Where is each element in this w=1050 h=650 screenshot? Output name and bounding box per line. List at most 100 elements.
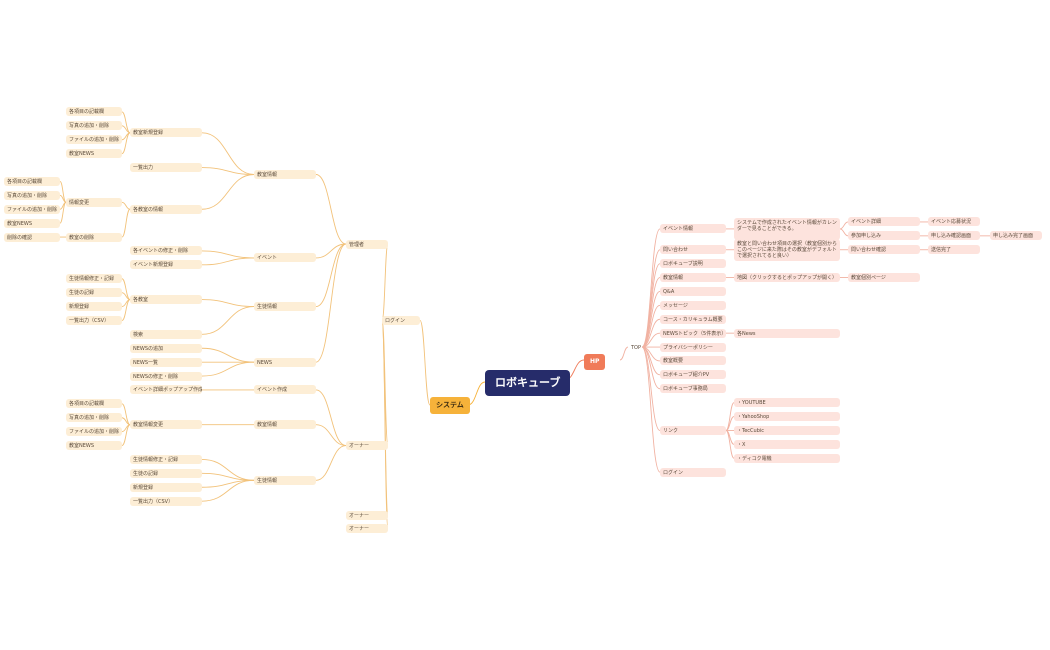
node-news[interactable]: NEWS [254, 357, 316, 367]
node-e383bbyoutube[interactable]: ・YOUTUBE [734, 398, 840, 408]
node-e383ade3839ce382ade383a5[interactable]: ロボキューブ事務局 [660, 384, 726, 394]
node-e382aae383bce3838ae383bc[interactable]: オーナー [346, 510, 388, 520]
node-e59084news[interactable]: 各News [734, 328, 840, 338]
system-node[interactable]: システム [430, 397, 470, 414]
node-e7949fe5be92e68385e5a0b1[interactable]: 生徒情報修正・記録 [130, 454, 202, 464]
node-e58699e79c9fe381aee8bfbd[interactable]: 写真の追加・削除 [4, 190, 60, 200]
node-e382aae383bce3838ae383bc[interactable]: オーナー [346, 441, 388, 451]
node-e58f82e58aa0e794b3e38197[interactable]: 参加申し込み [848, 231, 920, 241]
node-e383bbteccubic[interactable]: ・TecCubic [734, 425, 840, 435]
node-e383aae383b3e382af[interactable]: リンク [660, 425, 726, 435]
node-e69599e5aea4e68385e5a0b1[interactable]: 教室情報 [254, 170, 316, 179]
link [201, 132, 255, 175]
link [315, 243, 347, 363]
node-e382b3e383bce382b9e383bb[interactable]: コース・カリキュラム概要 [660, 314, 726, 324]
node-e4b880e8a6a7e587bae58a9b[interactable]: 一覧出力（CSV） [66, 315, 122, 325]
node-e5958fe38184e59088e3828f[interactable]: 問い合わせ確認 [848, 245, 920, 255]
node-e69599e5aea4e6a682e8a681[interactable]: 教室概要 [660, 356, 726, 366]
node-e69599e5aea4e68385e5a0b1[interactable]: 教室情報変更 [130, 420, 202, 430]
link [121, 132, 131, 155]
node-e383bbe38387e382a3e382b3[interactable]: ・ディコク電機 [734, 453, 840, 463]
node-e382a4e38399e383b3e38388[interactable]: イベント新規登録 [130, 260, 202, 270]
node-newse4b880e8a6a7[interactable]: NEWS一覧 [130, 357, 202, 367]
node-e383ade3839ce382ade383a5[interactable]: ロボキューブ説明 [660, 259, 726, 269]
node-e58699e79c9fe381aee8bfbd[interactable]: 写真の追加・削除 [66, 121, 122, 131]
node-e59084e69599e5aea4e381ae[interactable]: 各教室の情報 [130, 204, 202, 214]
node-e696b0e8a68fe799bbe98cb2[interactable]: 新規登録 [130, 482, 202, 492]
node-e69599e5aea4news[interactable]: 教室NEWS [4, 218, 60, 228]
link [381, 320, 389, 446]
node-e383ade382b0e382a4e383b3[interactable]: ログイン [382, 315, 420, 325]
node-e6a49ce7b4a2[interactable]: 検索 [130, 329, 202, 339]
link [201, 306, 255, 335]
node-e7aea1e79086e88085[interactable]: 管理者 [346, 239, 388, 249]
node-e382a4e38399e383b3e38388[interactable]: イベント作成 [254, 385, 316, 395]
link [201, 257, 255, 266]
node-e98081e4bfa1e5ae8ce4ba86[interactable]: 送信完了 [928, 245, 980, 255]
node-e7949fe5be92e381aee8a898[interactable]: 生徒の記録 [66, 288, 122, 298]
link-hp-top [619, 346, 629, 361]
node-e5898ae999a4e381aee7a2ba[interactable]: 削除の確認 [4, 232, 60, 242]
node-e59084e382a4e38399e383b3[interactable]: 各イベントの修正・削除 [130, 246, 202, 256]
node-e382a4e38399e383b3e38388[interactable]: イベント情報 [660, 224, 726, 234]
link [381, 320, 389, 530]
node-e59084e9a085e79baee381ae[interactable]: 各項目の記載欄 [4, 176, 60, 186]
node-e382a4e38399e383b3e38388[interactable]: イベント [254, 253, 316, 263]
node-q26a[interactable]: Q&A [660, 286, 726, 296]
node-e7949fe5be92e68385e5a0b1[interactable]: 生徒情報 [254, 475, 316, 485]
node-e382a4e38399e383b3e38388[interactable]: イベント詳細ポップアップ作成 [130, 385, 202, 395]
node-e68385e5a0b1e5a489e69bb4[interactable]: 情報変更 [66, 197, 122, 207]
node-e69599e5aea4e696b0e8a68f[interactable]: 教室新規登録 [130, 128, 202, 138]
node-e7949fe5be92e381aee8a898[interactable]: 生徒の記録 [130, 468, 202, 478]
link [725, 430, 735, 459]
node-e382a4e38399e383b3e38388[interactable]: イベント詳細 [848, 217, 920, 227]
node-e69599e5aea4e381a8e5958f[interactable]: 教室と問い合わせ項目の選択（教室個別からこのページに来た際はその教室がデフォルト… [734, 238, 840, 261]
node-e59084e9a085e79baee381ae[interactable]: 各項目の記載欄 [66, 107, 122, 117]
node-e69599e5aea4e68385e5a0b1[interactable]: 教室情報 [254, 420, 316, 430]
node-e69599e5aea4news[interactable]: 教室NEWS [66, 149, 122, 159]
link [201, 347, 255, 363]
node-e4b880e8a6a7e587bae58a9b[interactable]: 一覧出力（CSV） [130, 496, 202, 506]
node-e38395e382a1e382a4e383ab[interactable]: ファイルの追加・削除 [66, 427, 122, 437]
node-e7949fe5be92e68385e5a0b1[interactable]: 生徒情報修正・記録 [66, 274, 122, 284]
link [315, 445, 347, 481]
root-node[interactable]: ロボキューブ [485, 370, 571, 396]
node-e696b0e8a68fe799bbe98cb2[interactable]: 新規登録 [66, 302, 122, 312]
node-e4b880e8a6a7e587bae58a9b[interactable]: 一覧出力 [130, 163, 202, 173]
node-e382aae383bce3838ae383bc[interactable]: オーナー [346, 524, 388, 534]
node-e383bbx[interactable]: ・X [734, 439, 840, 449]
node-e38397e383a9e382a4e38390[interactable]: プライバシーポリシー [660, 342, 726, 352]
node-e59cb0e59bb3efbc88e382af[interactable]: 地図（クリックするとポップアップが開く） [734, 273, 840, 283]
node-e382a4e38399e383b3e38388[interactable]: イベント応募状況 [928, 217, 980, 227]
node-e383a1e38383e382bbe383bc[interactable]: メッセージ [660, 300, 726, 310]
node-newse381aee8bfbde58aa0[interactable]: NEWSの追加 [130, 343, 202, 353]
top-node[interactable]: TOP [631, 344, 642, 351]
node-e59084e9a085e79baee381ae[interactable]: 各項目の記載欄 [66, 399, 122, 409]
node-e383ade382b0e382a4e383b3[interactable]: ログイン [660, 467, 726, 477]
hp-node[interactable]: HP [584, 354, 606, 370]
node-e59084e69599e5aea4[interactable]: 各教室 [130, 295, 202, 305]
link [59, 201, 67, 224]
node-newse38388e38394e38383e3[interactable]: NEWSトピック（5件表示） [660, 328, 726, 338]
node-e383ade3839ce382ade383a5[interactable]: ロボキューブ紹介PV [660, 370, 726, 380]
node-e794b3e38197e8bebce381bf[interactable]: 申し込み確認画面 [928, 231, 980, 241]
node-e38395e382a1e382a4e383ab[interactable]: ファイルの追加・削除 [4, 204, 60, 214]
node-newse381aee4bfaee6ada3e3[interactable]: NEWSの修正・削除 [130, 371, 202, 381]
link [201, 361, 255, 377]
link-root-system [467, 381, 486, 406]
node-e69599e5aea4e5808be588a5[interactable]: 教室個別ページ [848, 273, 920, 283]
link [315, 243, 347, 307]
node-e382b7e382b9e38386e383a0[interactable]: システムで作成されたイベント情報がカレンダーで見ることができる。 [734, 217, 840, 240]
node-e38395e382a1e382a4e383ab[interactable]: ファイルの追加・削除 [66, 135, 122, 145]
node-e69599e5aea4news[interactable]: 教室NEWS [66, 441, 122, 451]
node-e7949fe5be92e68385e5a0b1[interactable]: 生徒情報 [254, 302, 316, 312]
node-e69599e5aea4e381aee5898a[interactable]: 教室の削除 [66, 232, 122, 242]
link [381, 243, 389, 321]
node-e58699e79c9fe381aee8bfbd[interactable]: 写真の追加・削除 [66, 413, 122, 423]
node-e383bbyahooshop[interactable]: ・YahooShop [734, 412, 840, 422]
node-e5958fe38184e59088e3828f[interactable]: 問い合わせ [660, 245, 726, 255]
link [201, 479, 255, 502]
node-e794b3e38197e8bebce381bf[interactable]: 申し込み完了画面 [990, 231, 1042, 241]
node-e69599e5aea4e68385e5a0b1[interactable]: 教室情報 [660, 273, 726, 283]
